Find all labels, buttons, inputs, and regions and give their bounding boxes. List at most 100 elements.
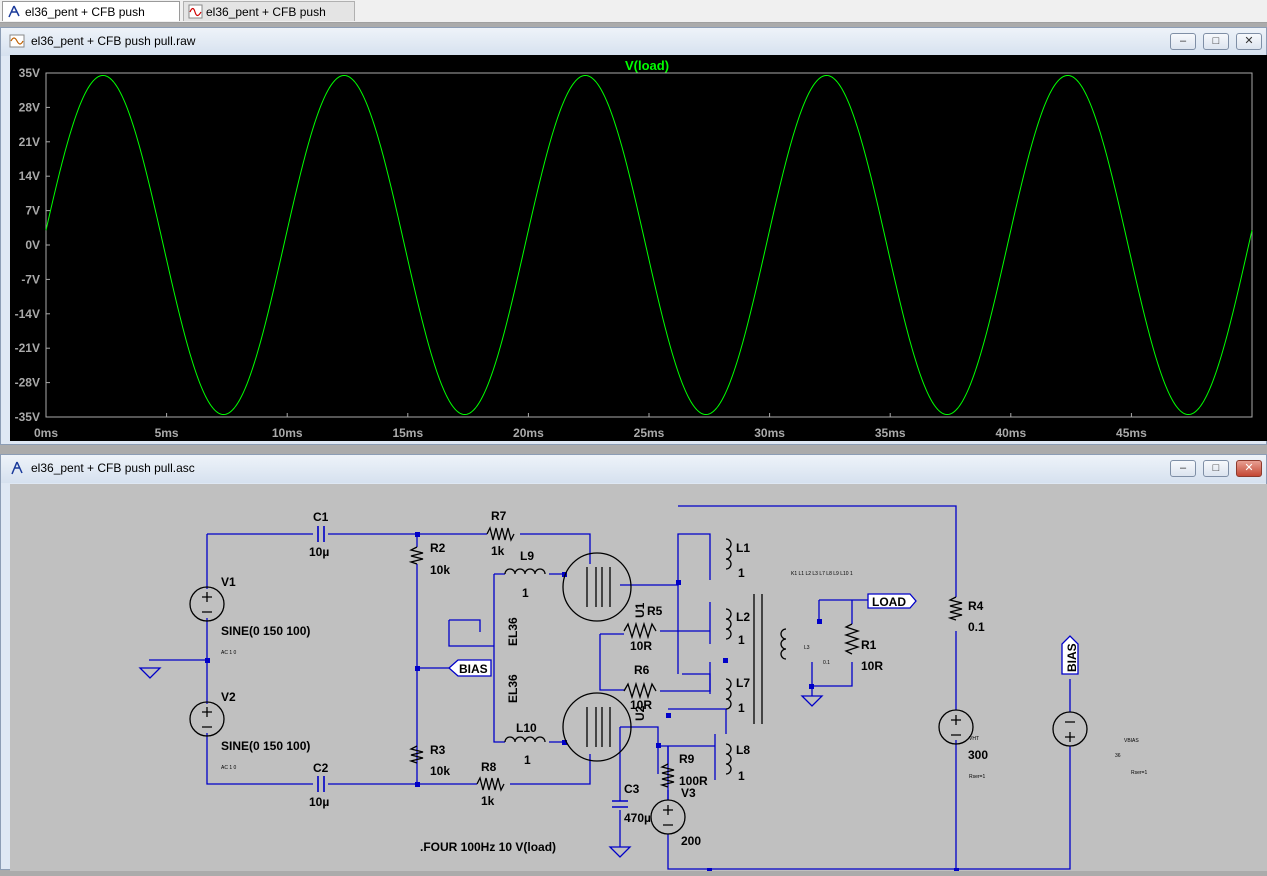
v3-name: V3 — [681, 786, 696, 800]
waveform-window: el36_pent + CFB push pull.raw – □ ✕ V(lo… — [0, 27, 1267, 445]
c3-value: 470µ — [624, 811, 651, 825]
waveform-chart[interactable]: V(load) 35V28V21V14V7V0V-7V-14V-21V-28V-… — [10, 55, 1267, 441]
l7-value: 1 — [738, 701, 745, 715]
schematic-window: el36_pent + CFB push pull.asc – □ ✕ — [0, 454, 1267, 873]
y-tick-label: 35V — [19, 66, 40, 80]
r5-value: 10R — [630, 639, 652, 653]
u2-name: U2 — [633, 705, 647, 721]
x-tick-label: 10ms — [272, 426, 303, 440]
y-tick-label: 21V — [19, 135, 40, 149]
inductor-symbols — [504, 538, 787, 775]
r3-name: R3 — [430, 743, 446, 757]
l9-value: 1 — [522, 586, 529, 600]
r2-value: 10k — [430, 563, 450, 577]
waveform-window-titlebar[interactable]: el36_pent + CFB push pull.raw – □ ✕ — [1, 28, 1266, 56]
y-tick-label: 28V — [19, 100, 40, 114]
v1-value: SINE(0 150 100) — [221, 624, 310, 638]
c1-value: 10µ — [309, 545, 329, 559]
trace-label[interactable]: V(load) — [625, 58, 669, 73]
schematic-icon — [8, 5, 20, 18]
v1-ac-spec: AC 1 0 — [221, 650, 237, 656]
r8-value: 1k — [481, 794, 495, 808]
waveform-window-icon — [9, 34, 25, 48]
r4-name: R4 — [968, 599, 984, 613]
l3-value: 0.1 — [823, 660, 830, 666]
x-tick-label: 20ms — [513, 426, 544, 440]
l8-value: 1 — [738, 769, 745, 783]
x-tick-label: 0ms — [34, 426, 58, 440]
x-tick-label: 40ms — [995, 426, 1026, 440]
r1-name: R1 — [861, 638, 877, 652]
v2-ac-spec: AC 1 0 — [221, 765, 237, 771]
l10-value: 1 — [524, 753, 531, 767]
trace-vload — [45, 74, 1253, 416]
vht-name: VHT — [969, 736, 979, 742]
c2-name: C2 — [313, 761, 329, 775]
resistor-symbols — [408, 526, 963, 792]
v2-value: SINE(0 150 100) — [221, 739, 310, 753]
r9-value: 100R — [679, 774, 708, 788]
l1-value: 1 — [738, 566, 745, 580]
v1-name: V1 — [221, 575, 236, 589]
l3-name: L3 — [804, 645, 810, 651]
u2-model: EL36 — [506, 674, 520, 703]
vht-value: 300 — [968, 748, 988, 762]
y-tick-label: -7V — [21, 272, 40, 286]
r3-value: 10k — [430, 764, 450, 778]
maximize-button[interactable]: □ — [1203, 33, 1229, 50]
r7-name: R7 — [491, 509, 507, 523]
u1-name: U1 — [633, 602, 647, 618]
plot-frame — [45, 72, 1253, 418]
l7-name: L7 — [736, 676, 750, 690]
waveform-icon — [188, 4, 203, 19]
c3-name: C3 — [624, 782, 640, 796]
v3-value: 200 — [681, 834, 701, 848]
schematic-drawing[interactable]: C1 10µ C2 10µ C3 470µ R2 10k R3 10k R7 1… — [10, 484, 1267, 873]
net-label-load[interactable]: LOAD — [872, 595, 906, 609]
l2-value: 1 — [738, 633, 745, 647]
l1-name: L1 — [736, 541, 750, 555]
x-tick-label: 45ms — [1116, 426, 1147, 440]
tab-waveform[interactable]: el36_pent + CFB push pull.raw — [183, 1, 355, 39]
capacitor-symbols — [317, 526, 628, 808]
r6-value: 10R — [630, 698, 652, 712]
y-tick-label: -21V — [15, 341, 40, 355]
four-directive[interactable]: .FOUR 100Hz 10 V(load) — [420, 840, 556, 854]
net-label-bias-left[interactable]: BIAS — [459, 662, 488, 676]
c2-value: 10µ — [309, 795, 329, 809]
schematic-canvas[interactable]: C1 10µ C2 10µ C3 470µ R2 10k R3 10k R7 1… — [10, 484, 1267, 873]
y-tick-label: -14V — [15, 307, 40, 321]
vbias-rser: Rser=1 — [1131, 770, 1147, 776]
c1-name: C1 — [313, 510, 329, 524]
y-tick-label: 14V — [19, 169, 40, 183]
v2-name: V2 — [221, 690, 236, 704]
y-tick-label: 0V — [25, 238, 40, 252]
vht-rser: Rser=1 — [969, 774, 985, 780]
waveform-window-title: el36_pent + CFB push pull.raw — [31, 34, 196, 48]
x-tick-label: 5ms — [155, 426, 179, 440]
close-button[interactable]: ✕ — [1236, 460, 1262, 477]
maximize-button[interactable]: □ — [1203, 460, 1229, 477]
y-tick-label: -28V — [15, 376, 40, 390]
close-button[interactable]: ✕ — [1236, 33, 1262, 50]
tab-schematic[interactable]: el36_pent + CFB push pull.asc — [2, 1, 180, 39]
y-tick-label: -35V — [15, 410, 40, 424]
minimize-button[interactable]: – — [1170, 460, 1196, 477]
vbias-name: VBIAS — [1124, 738, 1139, 744]
document-tab-bar: el36_pent + CFB push pull.asc el36_pent … — [0, 0, 1267, 39]
x-tick-label: 15ms — [392, 426, 423, 440]
u1-model: EL36 — [506, 617, 520, 646]
k-coupling-directive[interactable]: K1 L1 L2 L3 L7 L8 L9 L10 1 — [791, 571, 853, 577]
minimize-button[interactable]: – — [1170, 33, 1196, 50]
l8-name: L8 — [736, 743, 750, 757]
r8-name: R8 — [481, 760, 497, 774]
junction-dots — [205, 532, 959, 873]
x-tick-label: 35ms — [875, 426, 906, 440]
ground-symbols — [138, 667, 824, 858]
net-label-shapes — [448, 593, 1079, 677]
l2-name: L2 — [736, 610, 750, 624]
r7-value: 1k — [491, 544, 505, 558]
schematic-window-titlebar[interactable]: el36_pent + CFB push pull.asc – □ ✕ — [1, 455, 1266, 483]
net-label-bias-right[interactable]: BIAS — [1065, 643, 1079, 672]
